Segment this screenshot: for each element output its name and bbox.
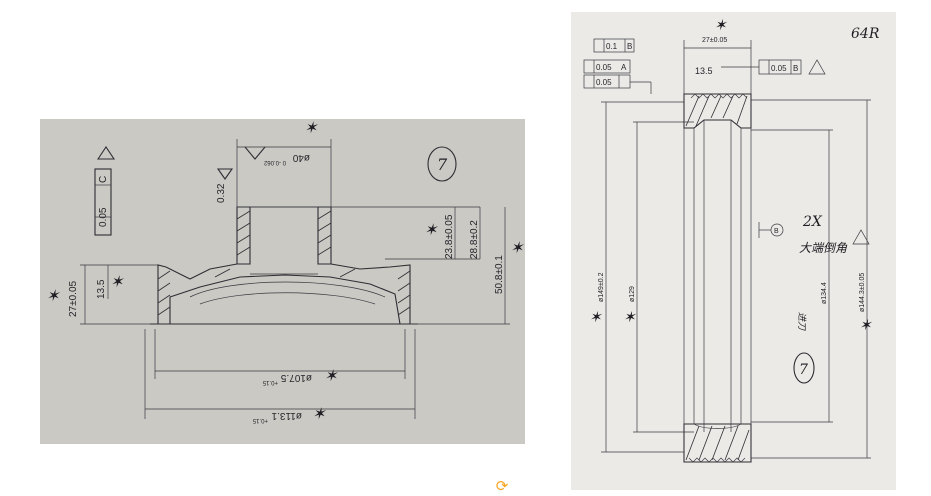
refresh-icon[interactable]: ⟳ [495, 477, 509, 495]
height-3: 50.8±0.1 [494, 255, 505, 294]
roughness-value: 0.32 [216, 183, 227, 203]
diameter-dims [601, 99, 871, 459]
dia-149: ø149±0.2 [598, 272, 605, 302]
dia-107: ø107.5 [280, 372, 312, 383]
datum-triangle [216, 168, 234, 180]
datum-b-label: B [774, 228, 779, 235]
datum-c-label: C [98, 176, 109, 183]
dia-134: ø134.4 [821, 282, 828, 304]
dia-113: ø113.1 [271, 410, 302, 421]
star-mark: ✶ [304, 119, 319, 137]
top-width: 27±0.05 [702, 37, 727, 44]
drawing-photo-right: 0.1 B 0.05 A 0.05 27±0.05 13.5 0.05 B B … [571, 12, 896, 490]
star-mark: ✶ [859, 316, 873, 334]
flatness-frame [94, 146, 116, 236]
note-feed: 进刀 [796, 312, 807, 331]
flange-body [150, 263, 418, 325]
ring-drawing: 0.1 B 0.05 A 0.05 27±0.05 13.5 0.05 B B … [571, 12, 896, 490]
bore-tol: 0 -0.062 [263, 159, 286, 165]
circled-number: 7 [799, 362, 808, 378]
height-2: 28.8±0.2 [469, 220, 480, 259]
thickness: 13.5 [695, 66, 713, 76]
note-chamfer: 大端倒角 [799, 241, 848, 255]
bore-triangle [244, 146, 266, 160]
star-mark: ✶ [623, 308, 637, 326]
circled-mark [793, 352, 815, 384]
drawing-photo-left: 0.05 C 0.32 ø40 0 -0.062 23.8±0.05 28.8±… [40, 119, 525, 444]
dia-113-tol: +0.15 [252, 417, 268, 423]
ring-profile [683, 93, 752, 463]
star-mark: ✶ [510, 238, 525, 257]
note-2x: 2X [802, 214, 823, 230]
gdt-frames [583, 38, 826, 94]
dia-129: ø129 [629, 286, 636, 302]
corner-note: 64R [851, 26, 880, 42]
star-mark: ✶ [110, 272, 125, 291]
star-mark: ✶ [424, 220, 439, 239]
circled-number: 7 [437, 155, 448, 174]
datum-b-ref: B [627, 42, 632, 51]
dia-144: ø144.3±0.05 [859, 273, 866, 312]
perpendicularity-value: 0.05 [596, 78, 612, 87]
width: 27±0.05 [68, 280, 79, 317]
flatness-value: 0.05 [98, 207, 109, 227]
dia-107-tol: +0.15 [262, 379, 278, 385]
star-mark: ✶ [324, 366, 339, 385]
symmetry-value: 0.05 [771, 64, 787, 73]
star-mark: ✶ [589, 308, 603, 326]
symmetry-datum: B [793, 64, 798, 73]
circled-mark [427, 146, 457, 182]
circularity-value: 0.05 [596, 63, 612, 72]
height-1: 23.8±0.05 [444, 214, 455, 259]
thickness: 13.5 [96, 279, 107, 299]
section-drawing: 0.05 C 0.32 ø40 0 -0.062 23.8±0.05 28.8±… [40, 119, 525, 444]
star-mark: ✶ [714, 16, 728, 34]
datum-a-ref: A [621, 63, 627, 72]
dimension-lines [80, 139, 510, 419]
parallel-value: 0.1 [606, 42, 618, 51]
star-mark: ✶ [46, 286, 61, 305]
bore-dia: ø40 [292, 152, 310, 163]
star-mark: ✶ [312, 404, 327, 423]
